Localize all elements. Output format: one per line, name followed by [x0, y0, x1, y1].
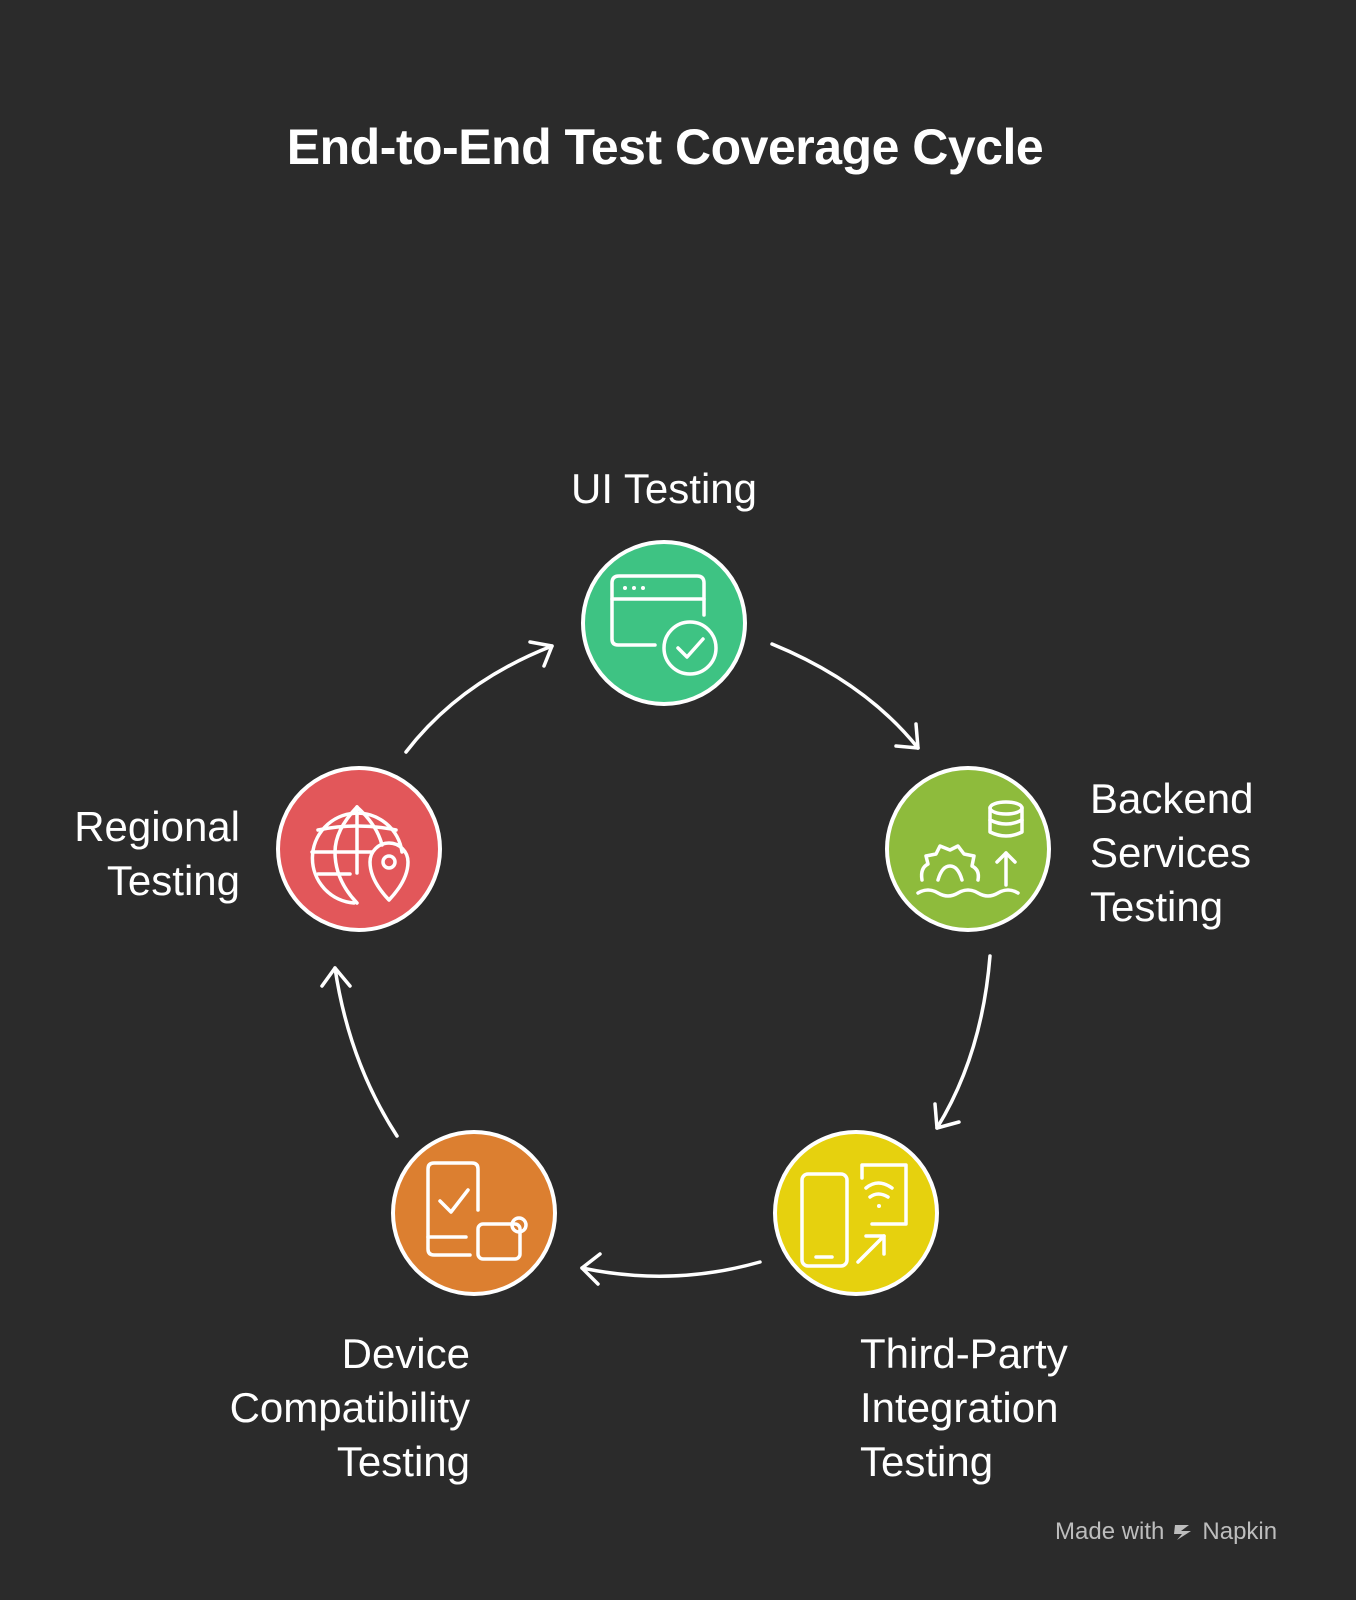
- label-line: Testing: [336, 1438, 470, 1485]
- footer-prefix: Made with: [1055, 1518, 1165, 1545]
- regional-circle: [276, 766, 442, 932]
- arrow-regional-to-ui: [404, 644, 554, 754]
- arrow-device-to-regional: [333, 966, 399, 1138]
- label-line: Backend: [1090, 775, 1254, 822]
- database-gear-icon: [916, 800, 1024, 898]
- label-ui-testing: UI Testing: [564, 462, 764, 516]
- arrow-backend-to-thirdparty-head: [933, 1102, 961, 1130]
- arrow-thirdparty-to-device-head: [580, 1252, 602, 1286]
- cycle-arrows: [320, 640, 992, 1286]
- diagram-title: End-to-End Test Coverage Cycle: [286, 119, 1044, 175]
- label-third-party-integration-testing: Third-Party Integration Testing: [860, 1327, 1068, 1489]
- napkin-logo-icon: [1174, 1525, 1192, 1540]
- arrow-thirdparty-to-device: [580, 1260, 762, 1278]
- label-line: UI Testing: [571, 465, 757, 512]
- label-line: Regional: [74, 803, 240, 850]
- label-line: Testing: [106, 857, 240, 904]
- devices-wifi-icon: [800, 1163, 908, 1268]
- node-ui-testing[interactable]: [581, 540, 747, 706]
- ui-circle: [581, 540, 747, 706]
- thirdparty-circle: [773, 1130, 939, 1296]
- label-line: Device: [341, 1330, 470, 1377]
- label-line: Integration: [860, 1384, 1059, 1431]
- label-backend-services-testing: Backend Services Testing: [1090, 772, 1253, 934]
- device-circle: [391, 1130, 557, 1296]
- arrow-ui-to-backend: [770, 642, 920, 750]
- footer-credit[interactable]: Made with Napkin: [1055, 1518, 1277, 1546]
- label-line: Services: [1090, 829, 1252, 876]
- node-regional-testing[interactable]: [276, 766, 442, 932]
- arrow-device-to-regional-head: [320, 966, 352, 988]
- globe-pin-icon: [310, 805, 410, 905]
- node-third-party-integration-testing[interactable]: [773, 1130, 939, 1296]
- phone-check-icon: [426, 1161, 528, 1261]
- arrow-regional-to-ui-head: [528, 640, 554, 668]
- label-regional-testing: Regional Testing: [40, 800, 240, 908]
- arrow-ui-to-backend-head: [894, 722, 920, 750]
- browser-check-icon: [610, 574, 718, 676]
- backend-circle: [885, 766, 1051, 932]
- node-device-compatibility-testing[interactable]: [391, 1130, 557, 1296]
- label-line: Third-Party: [860, 1330, 1068, 1377]
- label-line: Testing: [860, 1438, 994, 1485]
- label-line: Testing: [1090, 883, 1224, 930]
- footer-brand: Napkin: [1202, 1518, 1278, 1545]
- node-backend-services-testing[interactable]: [885, 766, 1051, 932]
- label-line: Compatibility: [229, 1384, 470, 1431]
- label-device-compatibility-testing: Device Compatibility Testing: [170, 1327, 470, 1489]
- arrow-backend-to-thirdparty: [935, 954, 992, 1130]
